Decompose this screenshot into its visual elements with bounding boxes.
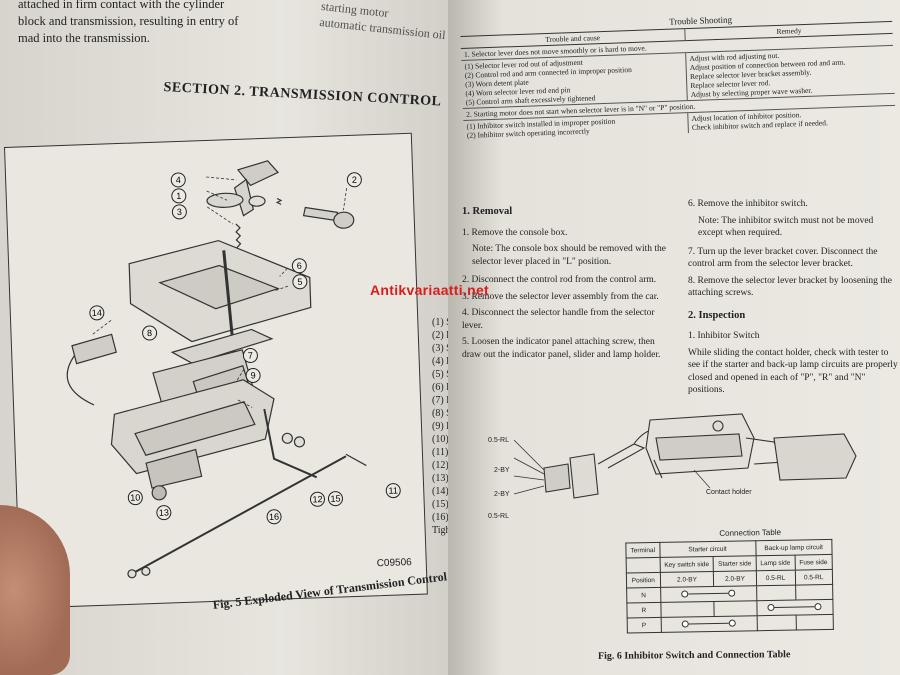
callout-6: 6 [297,261,302,271]
wire-label: 0.5-RL [488,513,509,520]
callout-12: 12 [312,494,322,504]
figure-code: C09506 [376,557,412,570]
removal-heading: 1. Removal [462,206,513,217]
inhibitor-switch-text: While sliding the contact holder, check … [688,347,898,396]
watermark-text: Antikvariaatti.net [370,282,489,298]
key-switch-side: Key switch side [659,556,714,573]
rod-adjusting-nut [302,206,339,222]
removal-step: 4. Disconnect the selector handle from t… [462,308,655,331]
inhibitor-switch-figure: 0.5-RL 2-BY 2-BY 0.5-RL Contact holder [484,408,900,526]
removal-step: 3. Remove the selector lever assembly fr… [462,291,659,302]
callout-11: 11 [388,485,398,495]
removal-section: 1. Removal 1. Remove the console box. No… [462,206,668,361]
removal-continued: 6. Remove the inhibitor switch. Note: Th… [688,198,898,397]
top-paragraph: attached in firm contact with the cylind… [18,0,288,47]
wire-code: 0.5-RL [794,569,833,586]
wire-code: 0.5-RL [755,570,796,586]
top-line: block and transmission, resulting in ent… [18,14,239,28]
starter-side: Starter side [713,555,756,572]
callout-2: 2 [352,175,357,185]
connection-table: Connection Table Terminal Starter circui… [625,525,900,634]
position-n: N [626,587,661,604]
section-title: SECTION 2. TRANSMISSION CONTROL [163,80,442,110]
callout-15: 15 [330,493,340,503]
right-page [448,0,900,675]
position-r: R [626,602,661,619]
callout-5: 5 [297,277,302,287]
continuity-starter-p [660,615,758,633]
wire-code: 2.0-BY [713,570,757,587]
removal-step: 5. Loosen the indicator panel attaching … [462,337,661,360]
contact-holder-label: Contact holder [706,489,752,496]
left-page: attached in firm contact with the cylind… [0,0,470,675]
removal-step: 2. Disconnect the control rod from the c… [462,275,657,285]
top-line: attached in firm contact with the cylind… [18,0,225,11]
exploded-view-drawing: 4 1 3 2 6 5 14 8 7 9 10 13 16 12 15 11 [66,160,401,579]
removal-step: 7. Turn up the lever bracket cover. Disc… [688,246,878,270]
inhibitor-switch-drawing: 0.5-RL 2-BY 2-BY 0.5-RL Contact holder [488,413,857,520]
trouble-shooting-table: Trouble Shooting Trouble and cause Remed… [460,9,896,141]
set-spring [235,223,242,249]
callout-10: 10 [130,492,140,502]
removal-note: Note: The console box should be removed … [472,244,667,267]
removal-step: 8. Remove the selector lever bracket by … [688,275,892,299]
callout-14: 14 [92,308,102,318]
callout-8: 8 [147,328,152,338]
callout-13: 13 [159,507,169,517]
control-rod [131,455,347,575]
position-p: P [627,617,661,634]
removal-step: 1. Remove the console box. [462,227,568,238]
inhibitor-switch [71,333,117,365]
starter-circuit-header: Starter circuit [659,540,756,558]
remedies-1: Adjust with rod adjusting nut. Adjust po… [685,45,895,101]
position-label: Position [626,572,661,589]
callout-9: 9 [250,370,255,380]
callout-7: 7 [248,350,253,360]
wire-label: 2-BY [494,491,510,498]
figure-6-caption: Fig. 6 Inhibitor Switch and Connection T… [597,649,791,662]
wire-label: 0.5-RL [488,437,509,444]
callout-4: 4 [176,175,181,185]
continuity-starter-n [660,585,757,603]
callout-3: 3 [177,207,182,217]
removal-step: 6. Remove the inhibitor switch. [688,199,808,209]
push-button [206,192,244,208]
removal-note: Note: The inhibitor switch must not be m… [698,215,874,239]
backup-circuit-header: Back-up lamp circuit [755,539,832,556]
wire-label: 2-BY [494,467,510,474]
callout-1: 1 [176,191,181,201]
top-line: mad into the transmission. [18,31,150,45]
lamp-side: Lamp side [755,555,795,571]
callout-16: 16 [269,512,279,522]
inhibitor-switch-heading: 1. Inhibitor Switch [688,331,760,341]
wire-code: 2.0-BY [659,571,714,588]
indicator-panel [170,328,274,365]
causes-1: (1) Selector lever rod out of adjustment… [461,52,688,109]
continuity-backup-r [756,599,833,616]
fuse-side: Fuse side [794,554,833,571]
inspection-heading: 2. Inspection [688,309,746,321]
exploded-view-figure: 4 1 3 2 6 5 14 8 7 9 10 13 16 12 15 11 C… [4,132,428,609]
terminal-label: Terminal [625,542,660,559]
